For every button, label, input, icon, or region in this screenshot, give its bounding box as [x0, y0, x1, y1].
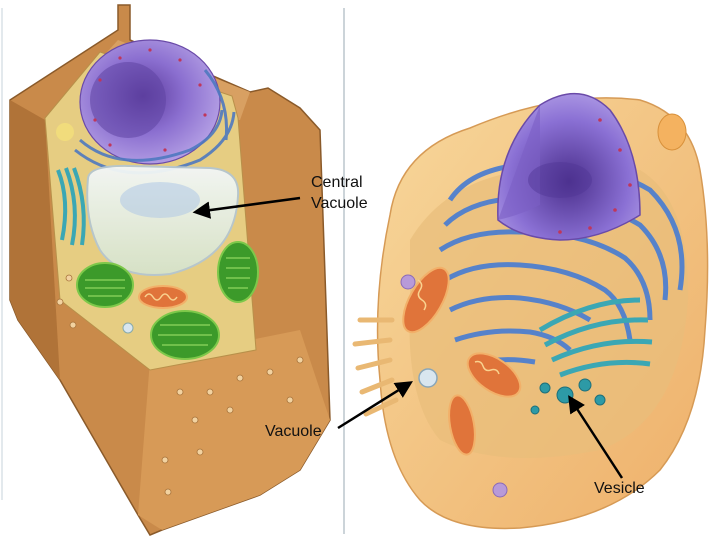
chloroplasts [76, 241, 259, 360]
arrow-vesicle [568, 395, 624, 479]
golgi [56, 167, 86, 246]
central-vacuole-label-line2: Vacuole [311, 195, 368, 212]
microvilli [352, 317, 399, 417]
arrow-central-vacuole [192, 196, 301, 219]
annotation-arrows [192, 196, 624, 479]
vesicles [530, 378, 606, 415]
arrow-vacuole [337, 381, 413, 430]
animal-golgi [538, 297, 653, 378]
plant-cell [9, 4, 331, 536]
animal-cell [352, 93, 709, 530]
vacuole-label: Vacuole [265, 423, 322, 440]
central-vacuole-label-line1: Central [311, 174, 363, 191]
mitochondrion [138, 285, 188, 309]
animal-mitochondria [402, 266, 522, 456]
vesicle-label: Vesicle [594, 480, 645, 497]
animal-vacuole [418, 368, 438, 388]
